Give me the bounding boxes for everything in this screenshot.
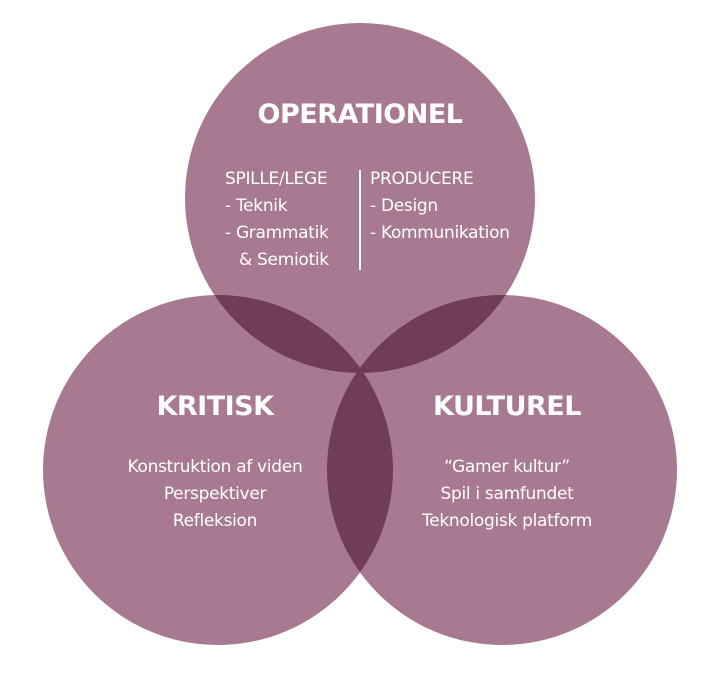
column-spille-lege: SPILLE/LEGE - Teknik - Grammatik & Semio… [225,166,329,274]
item-kommunikation: - Kommunikation [370,223,510,243]
item-refleksion: Refleksion [172,511,258,531]
item-spil-i-samfundet: Spil i samfundet [440,484,574,504]
item-grammatik: - Grammatik [225,223,329,243]
column-divider [359,170,361,270]
circle-kritisk [43,295,393,645]
item-teknologisk-platform: Teknologisk platform [422,511,592,531]
list-kulturel: “Gamer kultur” Spil i samfundet Teknolog… [387,454,627,535]
heading-producere: PRODUCERE [370,169,474,189]
title-operationel: OPERATIONEL [257,99,463,130]
title-kritisk: KRITISK [156,391,274,422]
title-kulturel: KULTUREL [433,391,581,422]
item-semiotik: & Semiotik [239,250,329,270]
item-design: - Design [370,196,438,216]
list-kritisk: Konstruktion af viden Perspektiver Refle… [95,454,335,535]
column-producere: PRODUCERE - Design - Kommunikation [370,166,510,247]
item-gamer-kultur: “Gamer kultur” [444,457,570,477]
item-konstruktion: Konstruktion af viden [127,457,303,477]
heading-spille-lege: SPILLE/LEGE [225,169,328,189]
circle-kulturel [327,295,677,645]
item-teknik: - Teknik [225,196,288,216]
item-perspektiver: Perspektiver [163,484,267,504]
